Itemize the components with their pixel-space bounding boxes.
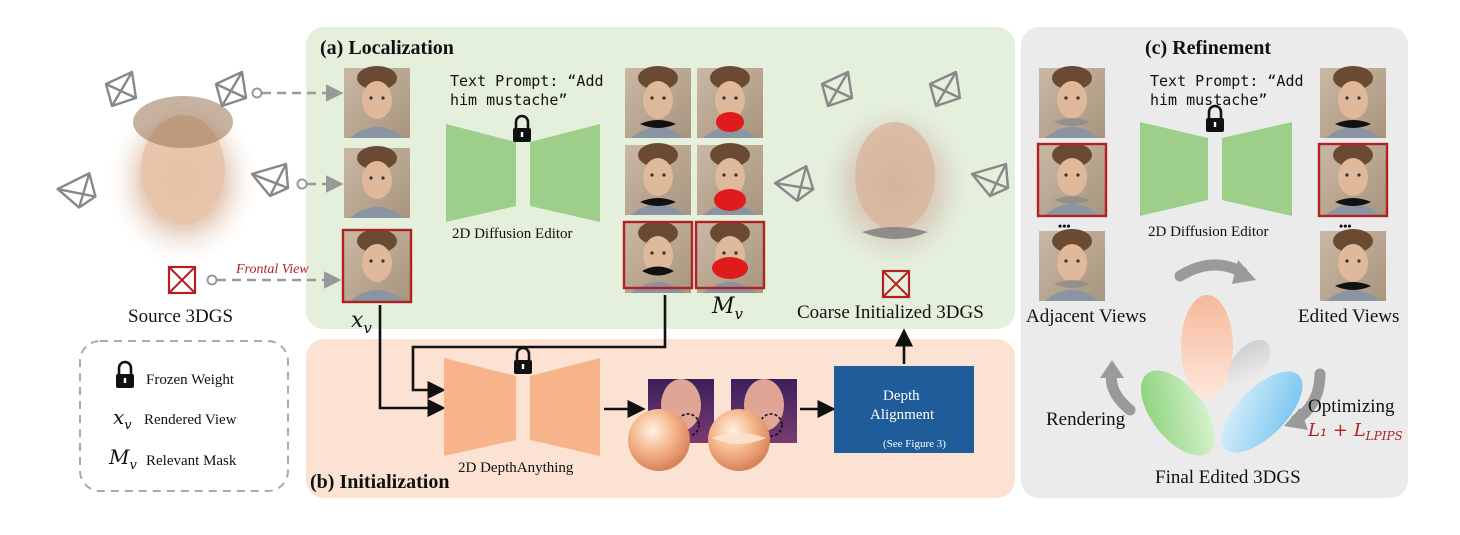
adjacent-views-label: Adjacent Views xyxy=(1026,306,1146,327)
gaussian-ellipsoid xyxy=(1141,370,1215,456)
text-prompt-line1: Text Prompt: “Add xyxy=(450,72,604,90)
adjacent-view-image xyxy=(1039,229,1105,301)
rendered-view-image xyxy=(344,66,410,138)
adjacent-view-image xyxy=(1039,66,1105,138)
depth-anything-network xyxy=(444,358,600,456)
camera-icon xyxy=(54,171,99,212)
refine-editor-label: 2D Diffusion Editor xyxy=(1148,224,1269,240)
alignment-line1: Depth xyxy=(883,388,920,404)
rendered-view-image xyxy=(344,146,410,218)
localization-title: (a) Localization xyxy=(320,37,454,59)
source-label: Source 3DGS xyxy=(128,306,233,327)
alignment-note: (See Figure 3) xyxy=(883,438,946,450)
frontal-camera-icon xyxy=(167,265,197,295)
gaussian-ellipsoid xyxy=(1221,371,1303,453)
depth-model-label: 2D DepthAnything xyxy=(458,460,574,476)
frontal-rendered-view-image xyxy=(344,229,410,301)
gaussian-ellipsoid xyxy=(1181,295,1233,399)
coarse-3dgs-label: Coarse Initialized 3DGS xyxy=(797,302,984,323)
refine-prompt-line2: him mustache” xyxy=(1150,91,1267,109)
legend-xv-symbol: xv xyxy=(113,405,132,433)
depth-alignment-box xyxy=(834,366,974,453)
edited-views-label: Edited Views xyxy=(1298,306,1399,327)
camera-icon xyxy=(104,70,138,108)
final-3dgs-label: Final Edited 3DGS xyxy=(1155,467,1301,488)
diffusion-editor-label: 2D Diffusion Editor xyxy=(452,226,573,242)
lock-icon xyxy=(114,360,136,390)
legend-frozen-label: Frozen Weight xyxy=(146,372,235,388)
legend-box xyxy=(79,340,289,492)
text-prompt-line2: him mustache” xyxy=(450,91,567,109)
refine-prompt-line1: Text Prompt: “Add xyxy=(1150,72,1304,90)
legend-mask-label: Relevant Mask xyxy=(146,453,237,469)
initialization-title: (b) Initialization xyxy=(310,471,449,493)
refine-diffusion-editor-network xyxy=(1140,122,1292,216)
adjacent-view-image xyxy=(1039,143,1105,215)
edited-frontal-view-image xyxy=(625,221,691,293)
edited-view-image xyxy=(1320,229,1386,301)
loss-label: L₁ + LLPIPS xyxy=(1307,420,1403,443)
xv-label: xv xyxy=(351,308,372,337)
legend-mv-symbol: Mv xyxy=(108,445,137,473)
optimizing-label: Optimizing xyxy=(1308,396,1395,417)
depth-sphere xyxy=(628,409,690,471)
legend-rendered-label: Rendered View xyxy=(144,412,237,428)
frontal-camera-icon xyxy=(881,269,911,299)
alignment-line2: Alignment xyxy=(870,407,935,423)
rendering-label: Rendering xyxy=(1046,409,1126,430)
camera-icon xyxy=(214,70,248,108)
frontal-view-label: Frontal View xyxy=(235,262,309,277)
refinement-title: (c) Refinement xyxy=(1145,37,1271,59)
diffusion-editor-network xyxy=(446,124,600,222)
mv-label: Mv xyxy=(711,294,744,323)
gaussian-ellipsoid xyxy=(1227,339,1271,389)
